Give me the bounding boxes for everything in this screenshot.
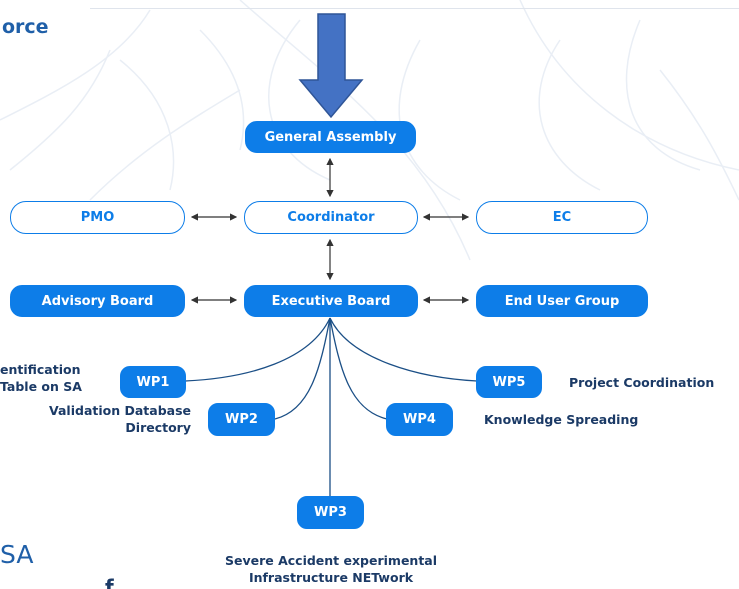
wp4-description: Knowledge Spreading [484, 412, 639, 427]
wp2-description: Validation Database Directory [19, 402, 191, 436]
wp3-description-line2: Infrastructure NETwork [248, 570, 414, 585]
wp2-node: WP2 [208, 403, 275, 436]
executive-board-node: Executive Board [244, 285, 418, 317]
ec-label: EC [552, 210, 572, 225]
general-assembly-label: General Assembly [264, 129, 397, 145]
wp4-label: WP4 [403, 412, 436, 427]
wp2-label: WP2 [225, 412, 258, 427]
wp2-description-line1: Validation Database [49, 403, 191, 418]
branch-wp5 [329, 317, 478, 382]
page-title: orce [2, 16, 49, 38]
wp3-description: Severe Accident experimental Infrastruct… [205, 552, 457, 586]
end-user-group-label: End User Group [504, 293, 620, 309]
wp1-description: entification Table on SA [0, 361, 82, 395]
wp5-node: WP5 [476, 366, 542, 398]
wp3-node: WP3 [297, 496, 364, 529]
side-text: SA [0, 540, 34, 569]
pmo-label: PMO [80, 210, 115, 225]
branch-wp2 [274, 317, 331, 420]
wp2-description-line2: Directory [125, 420, 191, 435]
wp5-label: WP5 [492, 374, 526, 390]
ec-node: EC [476, 201, 648, 234]
general-assembly-node: General Assembly [245, 121, 416, 153]
end-user-group-node: End User Group [476, 285, 648, 317]
coordinator-node: Coordinator [244, 201, 418, 234]
footer-fragment: f [105, 577, 114, 589]
incoming-arrow [298, 13, 364, 119]
executive-board-label: Executive Board [271, 293, 391, 309]
wp1-description-line1: entification [0, 362, 81, 377]
branch-wp4 [329, 317, 388, 420]
wp1-label: WP1 [136, 374, 170, 390]
top-rule [90, 8, 739, 9]
advisory-board-label: Advisory Board [41, 293, 154, 309]
wp3-label: WP3 [314, 505, 347, 520]
pmo-node: PMO [10, 201, 185, 234]
wp5-description: Project Coordination [569, 375, 715, 390]
wp3-description-line1: Severe Accident experimental [224, 553, 438, 568]
wp1-node: WP1 [120, 366, 186, 398]
coordinator-label: Coordinator [287, 210, 375, 225]
wp1-description-line2: Table on SA [0, 379, 82, 394]
branch-wp1 [184, 317, 331, 382]
wp4-node: WP4 [386, 403, 453, 436]
advisory-board-node: Advisory Board [10, 285, 185, 317]
